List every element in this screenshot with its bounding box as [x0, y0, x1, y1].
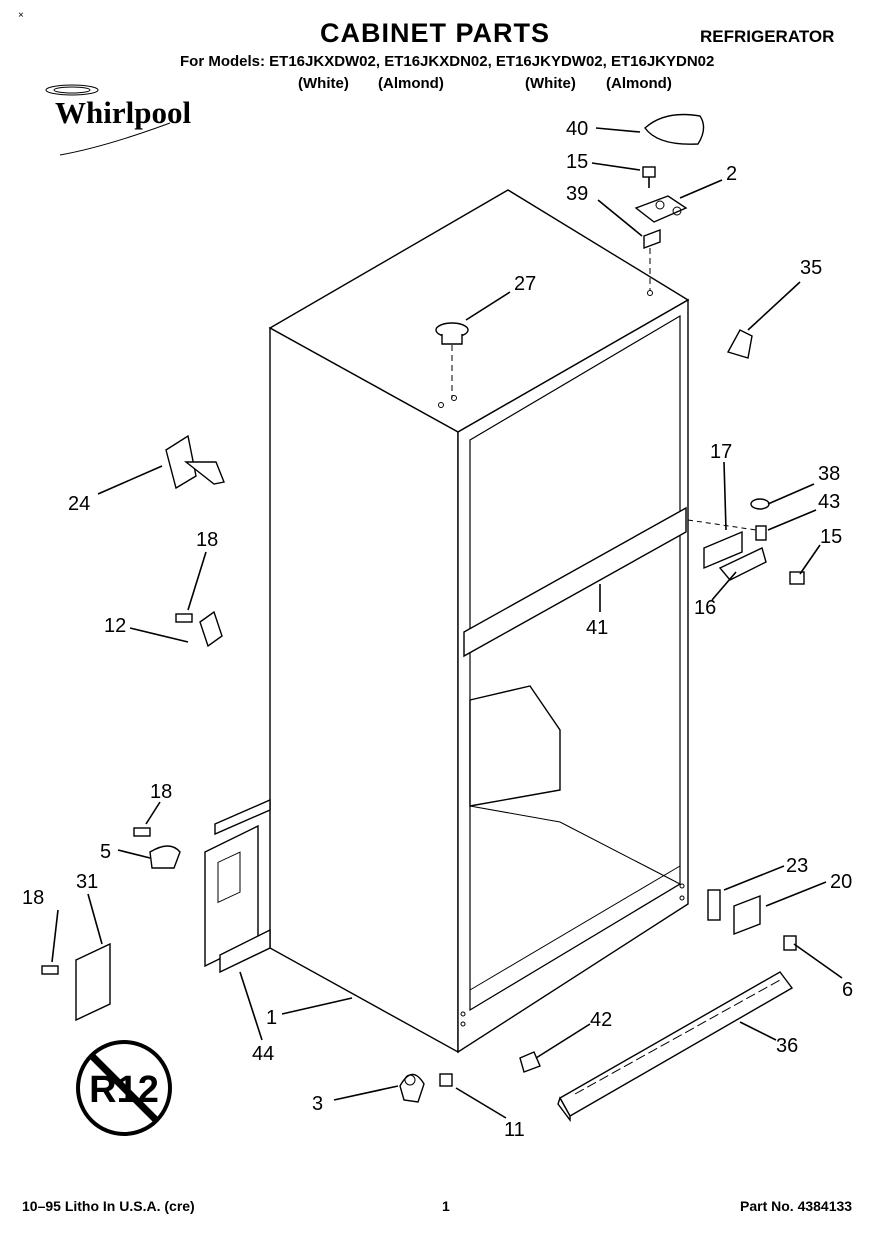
brand-logo-swirl — [45, 84, 171, 156]
callout-label: 24 — [68, 493, 90, 515]
part-31-cover — [41, 942, 111, 1022]
callout-label: 20 — [830, 871, 852, 893]
callout-label: 31 — [76, 871, 98, 893]
r12-badge: R12 — [76, 1040, 172, 1136]
variant-label: (White) — [525, 75, 576, 92]
callout-label: 11 — [504, 1119, 525, 1141]
footer-print-info: 10–95 Litho In U.S.A. (cre) — [22, 1198, 195, 1214]
model-list: For Models: ET16JKXDW02, ET16JKXDN02, ET… — [180, 53, 715, 70]
callout-label: 15 — [820, 526, 842, 548]
variant-label: (Almond) — [378, 75, 444, 92]
part-27-plug — [435, 322, 469, 398]
part-44-mount-plate — [204, 798, 271, 974]
variant-label: (White) — [298, 75, 349, 92]
callout-label: 39 — [566, 183, 588, 205]
callout-label: 42 — [590, 1009, 612, 1031]
callout-label: 23 — [786, 855, 808, 877]
callout-label: 38 — [818, 463, 840, 485]
callout-label: 36 — [776, 1035, 798, 1057]
callout-label: 5 — [100, 841, 111, 863]
callout-label: 15 — [566, 151, 588, 173]
callout-label: 6 — [842, 979, 853, 1001]
callout-numbers: 40 15 2 39 35 27 17 38 43 15 16 41 24 18… — [22, 118, 853, 1141]
callout-label: 27 — [514, 273, 536, 295]
appliance-category: REFRIGERATOR — [700, 27, 835, 46]
callout-label: 17 — [710, 441, 732, 463]
part-16-center-hinge — [687, 498, 805, 585]
callout-label: 3 — [312, 1093, 323, 1115]
part-42-clip — [519, 1051, 541, 1073]
callout-label: 12 — [104, 615, 126, 637]
part-24-leveler — [165, 434, 225, 490]
r12-badge-label: R12 — [89, 1069, 159, 1111]
callout-label: 18 — [150, 781, 172, 803]
page-title: CABINET PARTS — [320, 18, 551, 48]
corner-mark: × — [18, 10, 24, 21]
part-35-door-stop — [726, 329, 753, 359]
part-3-roller — [399, 1073, 453, 1103]
variant-label: (Almond) — [606, 75, 672, 92]
callout-label: 43 — [818, 491, 840, 513]
part-20-bottom-hinge — [707, 889, 797, 951]
part-40-hinge-cover — [644, 113, 705, 145]
footer-part-number: Part No. 4384133 — [740, 1198, 853, 1214]
callout-label: 1 — [266, 1007, 277, 1029]
leader-lines — [51, 127, 843, 1119]
part-12-bracket — [175, 610, 223, 648]
part-2-top-hinge — [634, 166, 688, 290]
refrigerator-cabinet — [268, 189, 690, 1054]
part-5-clip — [133, 827, 181, 869]
callout-label: 18 — [22, 887, 44, 909]
callout-label: 40 — [566, 118, 588, 140]
callout-label: 16 — [694, 597, 716, 619]
callout-label: 41 — [586, 617, 608, 639]
callout-label: 2 — [726, 163, 737, 185]
callout-label: 44 — [252, 1043, 274, 1065]
callout-label: 35 — [800, 257, 822, 279]
footer-page-number: 1 — [442, 1198, 450, 1214]
callout-label: 18 — [196, 529, 218, 551]
brand-logo: Whirlpool — [55, 95, 192, 130]
part-36-toe-grille — [557, 971, 794, 1123]
